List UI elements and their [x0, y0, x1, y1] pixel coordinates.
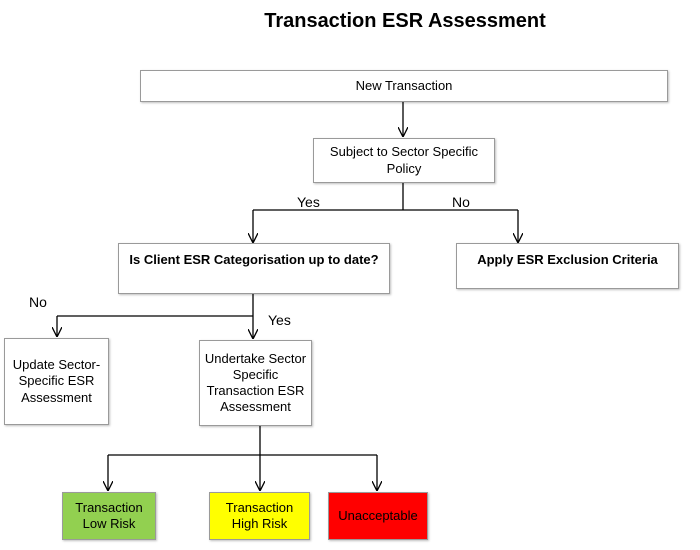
label-policy-no: No [452, 194, 470, 210]
node-client-esr-categorisation: Is Client ESR Categorisation up to date? [118, 243, 390, 294]
label-policy-yes: Yes [297, 194, 320, 210]
diagram-title: Transaction ESR Assessment [264, 10, 546, 32]
node-undertake-assessment: Undertake Sector Specific Transaction ES… [199, 340, 312, 426]
node-transaction-high-risk: Transaction High Risk [209, 492, 310, 540]
label-categorisation-no: No [29, 294, 47, 310]
node-update-assessment: Update Sector-Specific ESR Assessment [4, 338, 109, 425]
node-apply-exclusion-criteria: Apply ESR Exclusion Criteria [456, 243, 679, 289]
node-new-transaction: New Transaction [140, 70, 668, 102]
node-transaction-low-risk: Transaction Low Risk [62, 492, 156, 540]
node-sector-specific-policy: Subject to Sector Specific Policy [313, 138, 495, 183]
label-categorisation-yes: Yes [268, 312, 291, 328]
node-unacceptable: Unacceptable [328, 492, 428, 540]
